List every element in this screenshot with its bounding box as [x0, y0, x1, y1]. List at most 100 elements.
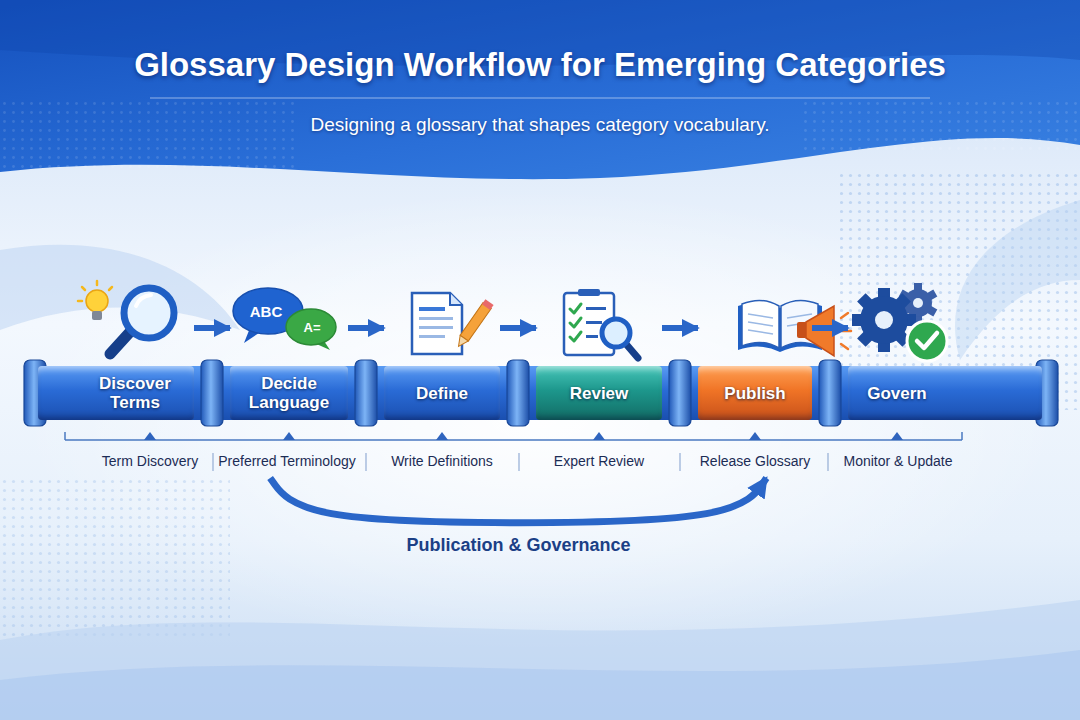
- review-icon: [586, 321, 602, 324]
- pipe-body: [30, 366, 1050, 420]
- stage-name: Define: [416, 384, 468, 403]
- pipe-joint: [507, 360, 529, 426]
- caption-bracket: [961, 432, 963, 440]
- stage-caption: Term Discovery: [12, 452, 288, 470]
- pipe-joint: [669, 360, 691, 426]
- publish-icon: [841, 313, 848, 318]
- flow-arrow: [270, 478, 766, 523]
- title-banner: [0, 0, 1080, 179]
- pipe-segment: Decide Language: [230, 366, 348, 420]
- caption-bracket: [827, 453, 828, 471]
- publish-icon: [787, 314, 812, 318]
- caption-bracket: [365, 453, 366, 471]
- stage-name: Govern: [867, 384, 927, 403]
- title-banner: [800, 100, 1080, 150]
- review-icon: [570, 304, 581, 341]
- publish-icon: [748, 322, 773, 326]
- discover-icon: [110, 332, 130, 354]
- stage-name: Decide Language: [239, 374, 339, 412]
- define-icon: [419, 317, 453, 320]
- discover-icon: [124, 288, 174, 338]
- discover-icon: [96, 281, 99, 285]
- define-icon: [450, 293, 462, 305]
- icon-letters: A=: [304, 320, 321, 335]
- caption-bracket: [212, 453, 213, 471]
- stage-caption: Monitor & Update: [741, 452, 1055, 470]
- caption-bracket: [65, 432, 962, 471]
- caption-bracket: [64, 432, 66, 440]
- discover-icon: [78, 300, 82, 303]
- review-icon: [570, 332, 581, 341]
- pipe-joint: [24, 360, 1058, 426]
- process-stage: ReviewExpert Review: [536, 288, 662, 478]
- review-icon: [570, 304, 581, 313]
- discover-icon: [86, 290, 108, 312]
- review-icon: [586, 335, 598, 338]
- process-stage: DefineWrite Definitions: [384, 288, 500, 478]
- stage-name: Discover Terms: [80, 374, 190, 412]
- backdrop: [955, 200, 1080, 360]
- pipe-joint: [819, 360, 841, 426]
- define-icon: [419, 326, 453, 329]
- caption-bracket: [65, 439, 962, 441]
- publish-icon: [742, 300, 779, 348]
- discover-icon: [78, 281, 174, 354]
- icon-letters: ABC: [250, 303, 283, 320]
- discover-icon: [109, 287, 112, 290]
- pipe-joint: [201, 360, 223, 426]
- stage-name: Publish: [724, 384, 785, 403]
- pipe-joint: [355, 360, 377, 426]
- define-icon: [454, 335, 468, 349]
- define-icon: [454, 299, 493, 349]
- define-icon: [412, 293, 462, 354]
- publish-icon: [842, 330, 851, 333]
- title-banner: [0, 100, 300, 170]
- flow-arrow: [500, 325, 536, 331]
- process-stage: GovernMonitor & Update: [848, 288, 1042, 478]
- caption-bracket: [213, 453, 828, 471]
- discover-icon: [136, 295, 151, 306]
- review-icon: [578, 289, 600, 296]
- govern-icon: [852, 283, 947, 361]
- language-icon: [233, 288, 336, 350]
- pipe-segment: Review: [536, 366, 662, 420]
- edge-label: Publication & Governance: [406, 534, 630, 555]
- flow-arrow: [194, 325, 230, 331]
- stage-caption: Preferred Terminology: [168, 452, 406, 470]
- backdrop: [0, 245, 240, 330]
- discover-icon: [82, 287, 85, 290]
- publish-icon: [748, 314, 773, 318]
- caption-bracket: [518, 453, 519, 471]
- review-icon: [626, 344, 638, 358]
- diagram-title: Glossary Design Workflow for Emerging Ca…: [0, 46, 1080, 84]
- process-stage: PublishRelease Glossary: [698, 288, 812, 478]
- flow-arrow: [348, 325, 384, 331]
- publish-icon: [748, 330, 773, 334]
- pipe-joint: [1036, 360, 1058, 426]
- publish-icon: [841, 344, 848, 349]
- subtitle: Designing a glossary that shapes categor…: [310, 114, 769, 136]
- review-icon: [602, 319, 630, 347]
- caption-bracket: [144, 432, 903, 440]
- govern-icon: [907, 321, 947, 361]
- flow-arrow: [662, 325, 698, 331]
- govern-icon: [860, 296, 908, 344]
- govern-icon: [875, 311, 893, 329]
- govern-icon: [917, 333, 937, 348]
- pipe-segment: Discover Terms: [38, 366, 194, 420]
- process-stage: Discover TermsTerm Discovery: [38, 288, 194, 478]
- stage-caption: Write Definitions: [324, 452, 560, 470]
- flow-arrow: [812, 325, 848, 331]
- title-banner: [150, 97, 930, 99]
- pipe-joint: [24, 360, 46, 426]
- pipe-segment: Publish: [698, 366, 812, 420]
- govern-icon: [913, 298, 923, 308]
